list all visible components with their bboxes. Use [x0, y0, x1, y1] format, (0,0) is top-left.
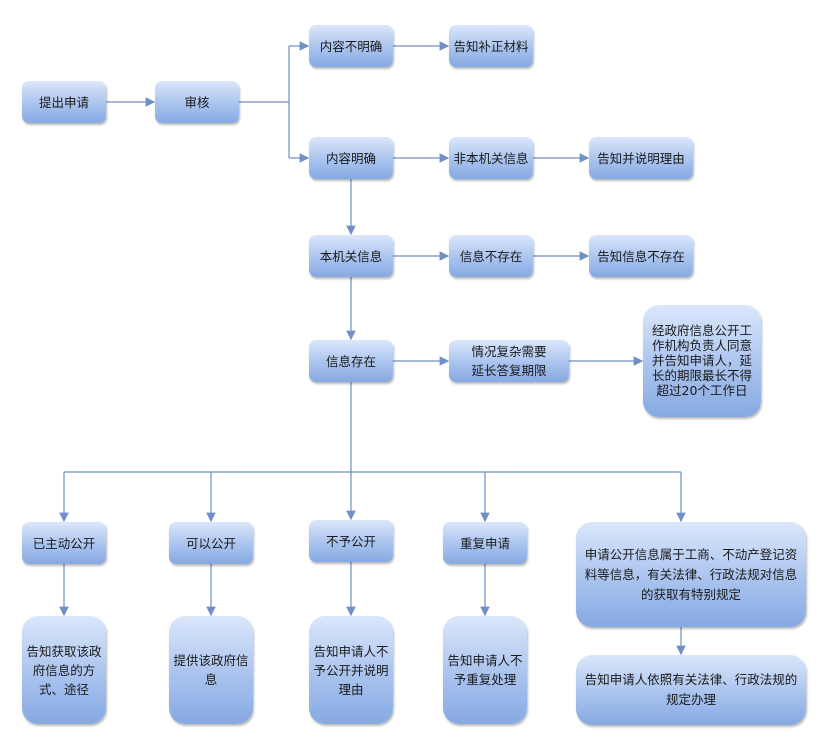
node-extension: 经政府信息公开工作机构负责人同意并告知申请人，延长的期限最长不得超过20个工作日 — [643, 305, 761, 417]
connector-exists-branch — [64, 382, 681, 473]
node-complex: 情况复杂需要延长答复期限 — [449, 340, 569, 382]
node-unclear: 内容不明确 — [309, 25, 393, 67]
node-notify-no-repeat: 告知申请人不予重复处理 — [443, 616, 527, 724]
node-review: 审核 — [155, 81, 239, 123]
node-notify-not-public: 告知申请人不予公开并说明理由 — [309, 616, 393, 724]
node-repeat: 重复申请 — [443, 522, 527, 564]
node-notify-not-exist: 告知信息不存在 — [589, 235, 693, 277]
node-our-info: 本机关信息 — [309, 235, 393, 277]
node-notify-reason: 告知并说明理由 — [589, 137, 693, 179]
node-provide: 提供该政府信息 — [169, 616, 253, 724]
node-info-exists: 信息存在 — [309, 340, 393, 382]
node-not-our-info: 非本机关信息 — [449, 137, 533, 179]
node-notify-law: 告知申请人依照有关法律、行政法规的规定办理 — [576, 655, 806, 725]
node-already-public: 已主动公开 — [22, 522, 106, 564]
connector-review-split — [239, 46, 290, 158]
node-notify-method: 告知获取该政府信息的方式、途径 — [22, 616, 106, 724]
node-clear: 内容明确 — [309, 137, 393, 179]
node-notify-supplement: 告知补正材料 — [449, 25, 533, 67]
node-info-not-exist: 信息不存在 — [449, 235, 533, 277]
node-can-public: 可以公开 — [169, 522, 253, 564]
node-special: 申请公开信息属于工商、不动产登记资料等信息，有关法律、行政法规对信息的获取有特别… — [576, 522, 806, 627]
node-not-public: 不予公开 — [309, 520, 393, 562]
node-submit: 提出申请 — [22, 81, 106, 123]
